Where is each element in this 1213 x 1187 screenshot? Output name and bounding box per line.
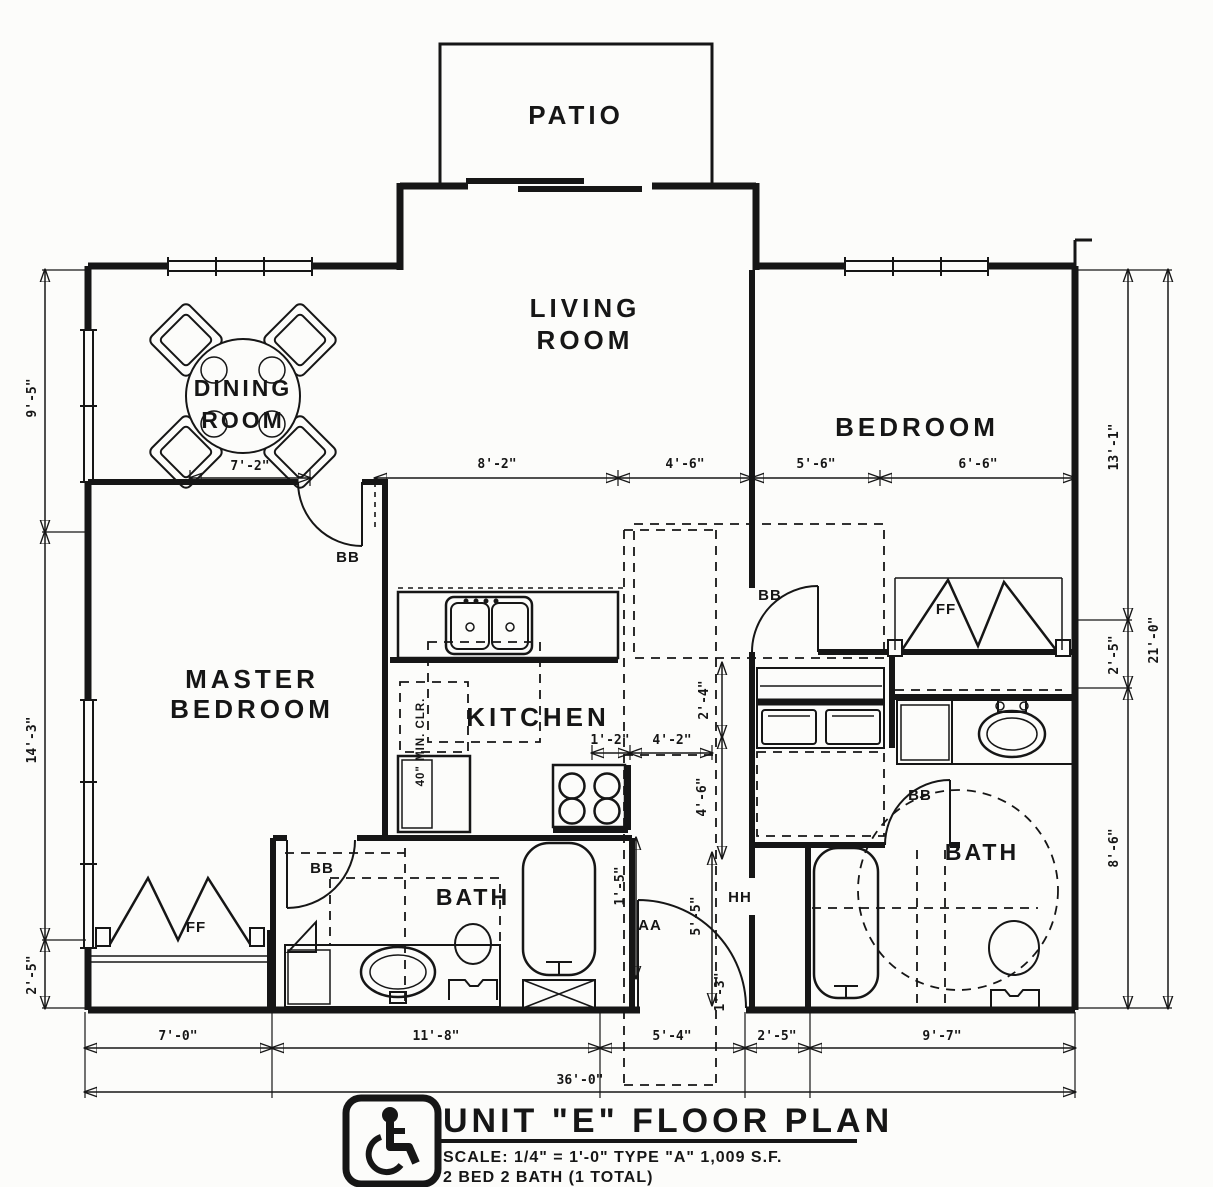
room-label-dining-2: ROOM bbox=[201, 407, 285, 433]
dim-label: 1'-2" bbox=[590, 733, 629, 748]
title-block: UNIT "E" FLOOR PLAN SCALE: 1/4" = 1'-0" … bbox=[342, 1094, 893, 1187]
door-arc-master bbox=[297, 481, 363, 547]
patio-outline bbox=[438, 42, 714, 192]
room-label-kitchen: KITCHEN bbox=[466, 702, 610, 732]
top-right-wall-notch bbox=[1073, 238, 1092, 266]
toilet-tank-left bbox=[448, 979, 498, 1000]
dim-label: 4'-6" bbox=[695, 777, 710, 816]
bath-left-fixtures bbox=[284, 841, 597, 1009]
washer-dryer bbox=[756, 667, 885, 749]
dim-label: 8'-6" bbox=[1107, 828, 1122, 867]
vanity-right bbox=[896, 699, 1074, 765]
kitchen-clearance-note: 40" MIN. CLR. bbox=[415, 698, 427, 787]
turning-circle bbox=[857, 789, 1059, 991]
door-tag-bb-bedroom: BB bbox=[758, 587, 782, 604]
door-tag-bb-bath-left: BB bbox=[310, 860, 334, 877]
dim-label: 8'-2" bbox=[477, 457, 516, 472]
sliding-door-panel bbox=[466, 178, 584, 184]
room-label-master-1: MASTER bbox=[185, 664, 319, 694]
room-label-living-2: ROOM bbox=[537, 325, 634, 355]
dim-label: 2'-4" bbox=[697, 680, 712, 719]
opening-tag-hh: HH bbox=[728, 889, 752, 906]
dim-label: 7'-2" bbox=[230, 459, 269, 474]
bathtub-right bbox=[812, 846, 880, 1000]
plan-title: UNIT "E" FLOOR PLAN bbox=[443, 1102, 893, 1140]
vanity-counter-right bbox=[896, 699, 1074, 765]
dim-label: 2'-5" bbox=[757, 1029, 796, 1044]
dim-label: 5'-6" bbox=[796, 457, 835, 472]
wheelchair-accessible-icon bbox=[342, 1094, 442, 1187]
dim-label: 6'-6" bbox=[958, 457, 997, 472]
room-label-patio: PATIO bbox=[528, 100, 624, 130]
room-label-bath-right: BATH bbox=[945, 839, 1019, 865]
dim-label: 5'-5" bbox=[689, 896, 704, 935]
dim-label: 4'-2" bbox=[652, 733, 691, 748]
dim-label: 5'-4" bbox=[652, 1029, 691, 1044]
dim-label: 2'-5" bbox=[1107, 635, 1122, 674]
sliding-door-panel bbox=[518, 186, 642, 192]
toilet-right bbox=[988, 920, 1040, 976]
door-tag-aa-entry: AA bbox=[638, 917, 662, 934]
dim-label-overall-width: 36'-0" bbox=[557, 1073, 604, 1088]
room-label-bath-left: BATH bbox=[436, 884, 510, 910]
dim-label: 4'-6" bbox=[665, 457, 704, 472]
room-label-dining-1: DINING bbox=[194, 375, 293, 401]
dim-label: 9'-7" bbox=[922, 1029, 961, 1044]
room-label-master-2: BEDROOM bbox=[170, 694, 334, 724]
clearance-dashed-lines bbox=[374, 482, 885, 1086]
bifold-closet-bedroom bbox=[900, 577, 1057, 651]
scale-note: SCALE: 1/4" = 1'-0" TYPE "A" 1,009 S.F. bbox=[443, 1149, 782, 1166]
door-arc-bedroom bbox=[751, 585, 819, 653]
linen-box bbox=[522, 979, 596, 1009]
closets bbox=[88, 577, 1071, 963]
window-left-upper bbox=[80, 329, 97, 483]
room-label-bedroom: BEDROOM bbox=[835, 412, 999, 442]
dim-label: 1'-5" bbox=[613, 866, 628, 905]
dim-label: 13'-1" bbox=[1107, 424, 1122, 471]
dim-label: 2'-5" bbox=[25, 955, 40, 994]
room-label-living-1: LIVING bbox=[530, 293, 641, 323]
kitchen-sink bbox=[444, 595, 534, 656]
bathtub-left bbox=[521, 841, 597, 977]
dim-label-overall-height: 21'-0" bbox=[1147, 617, 1162, 664]
bifold-closet-master bbox=[108, 875, 252, 945]
window-left-lower bbox=[80, 699, 97, 949]
bed-bath-note: 2 BED 2 BATH (1 TOTAL) bbox=[443, 1169, 653, 1186]
dim-label: 7'-0" bbox=[158, 1029, 197, 1044]
closet-tag-ff-master: FF bbox=[186, 919, 206, 936]
dim-label: 11'-8" bbox=[413, 1029, 460, 1044]
dining-table bbox=[185, 338, 301, 454]
dim-label: 14'-3" bbox=[25, 717, 40, 764]
door-arc-bath-right bbox=[884, 779, 951, 846]
bath-right-fixtures bbox=[812, 789, 1059, 1008]
exterior-walls bbox=[84, 182, 1092, 1014]
door-tag-bb-bath-right: BB bbox=[908, 787, 932, 804]
toilet-tank-right bbox=[990, 989, 1040, 1008]
window-top-right bbox=[844, 257, 989, 276]
dining-table-set bbox=[149, 303, 337, 489]
windows bbox=[80, 257, 989, 949]
closet-tag-ff-bedroom: FF bbox=[936, 601, 956, 618]
refrigerator bbox=[396, 754, 472, 834]
door-tag-bb-master: BB bbox=[336, 549, 360, 566]
vanity-sink-left bbox=[359, 945, 437, 999]
dim-label: 1'-3" bbox=[713, 972, 728, 1011]
window-top-left bbox=[167, 257, 313, 276]
dimension-lines bbox=[45, 270, 1168, 1092]
title-underline bbox=[437, 1139, 857, 1143]
toilet-left bbox=[454, 923, 492, 965]
kitchen-fixtures bbox=[390, 590, 631, 834]
dim-label: 9'-5" bbox=[25, 378, 40, 417]
